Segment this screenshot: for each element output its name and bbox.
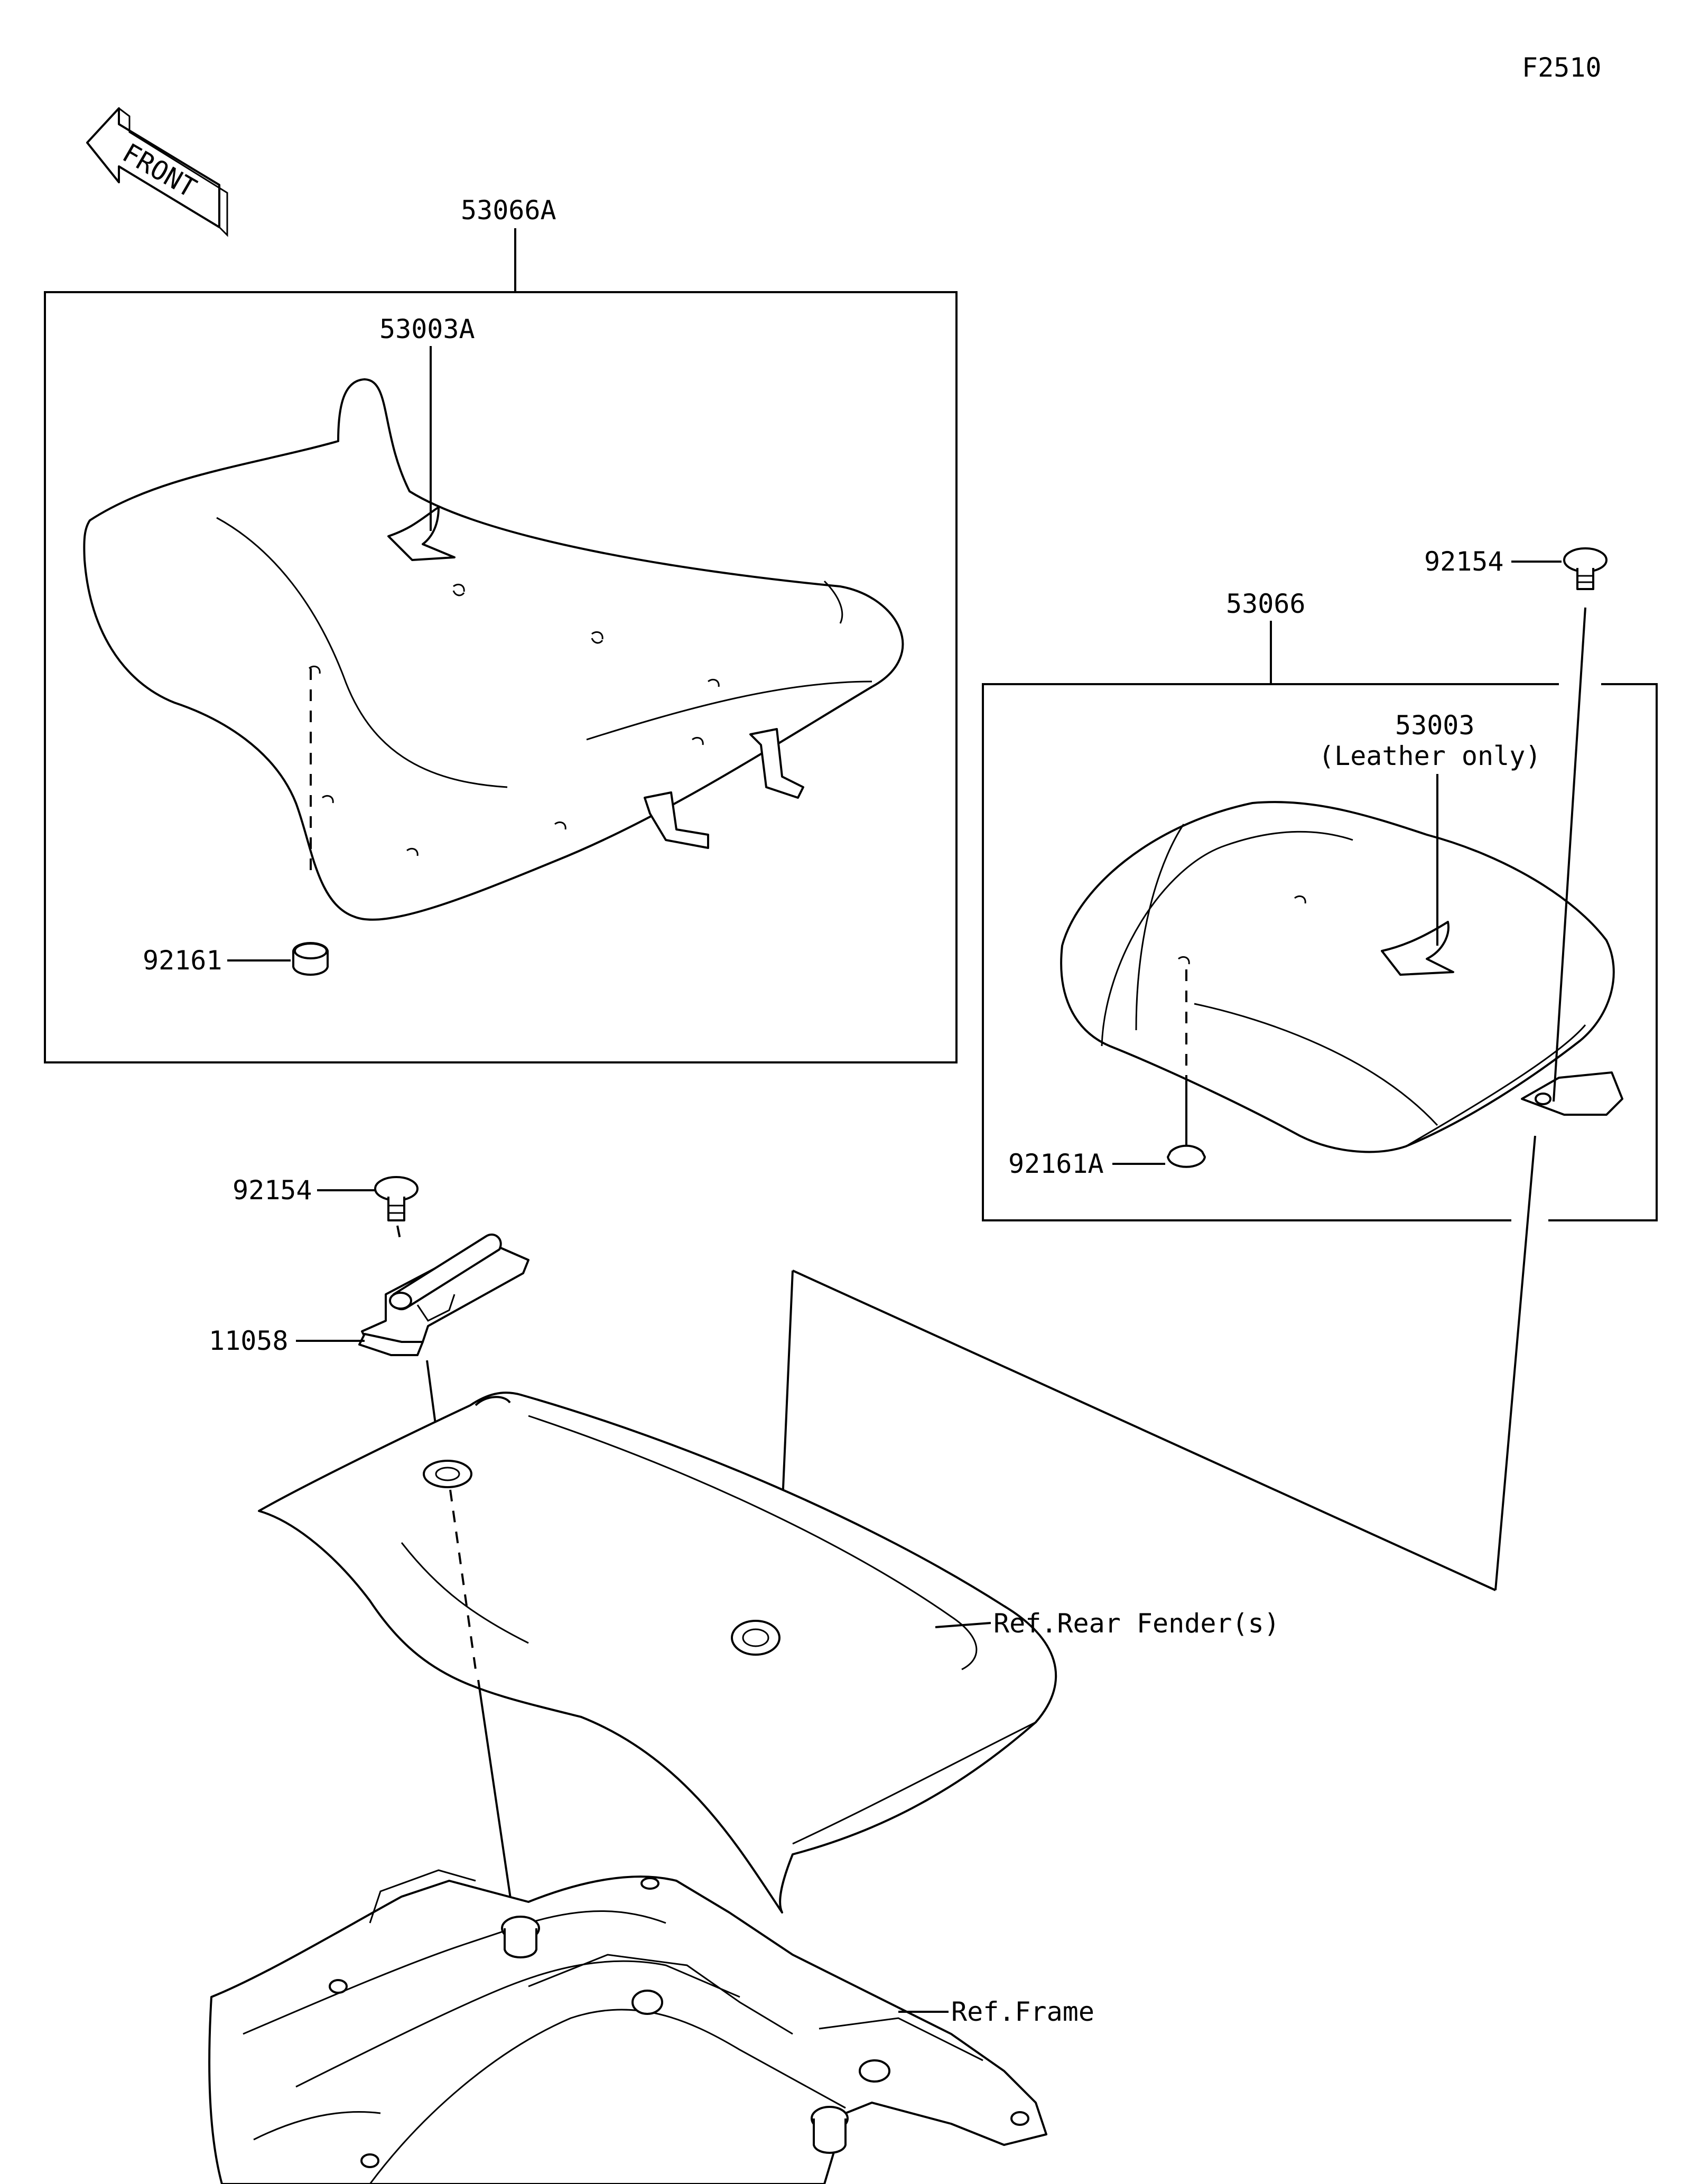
- label-leather-only: (Leather only): [1318, 741, 1541, 771]
- frame: [208, 1869, 1047, 2184]
- label-92161A: 92161A: [1008, 1149, 1104, 1179]
- figure-code: F2510: [1522, 52, 1602, 83]
- label-53003: 53003: [1395, 710, 1475, 741]
- label-92154-bottom: 92154: [233, 1175, 312, 1206]
- label-92161: 92161: [143, 945, 222, 976]
- front-arrow-icon: FRONT: [86, 107, 228, 237]
- label-frame: Ref.Frame: [951, 1996, 1094, 2027]
- rear-fender: [258, 1270, 1496, 1914]
- rider-seat-group: 53066A 53003A 92161: [44, 195, 958, 1063]
- label-53066A: 53066A: [461, 195, 556, 226]
- label-rear-fender: Ref.Rear Fender(s): [993, 1608, 1280, 1639]
- label-53066: 53066: [1226, 589, 1306, 619]
- label-53003A: 53003A: [379, 314, 475, 344]
- bracket-11058: [361, 1240, 529, 1354]
- pillion-seat-group: 53066 53003 (Leather only) 92161A: [982, 589, 1658, 1221]
- rider-seat: [83, 378, 904, 921]
- pillion-damper-92161A: [1167, 1144, 1206, 1168]
- front-label: FRONT: [117, 137, 201, 203]
- pillion-seat: [1060, 801, 1615, 1153]
- label-11058: 11058: [209, 1326, 289, 1356]
- bolt-92154-top: 92154: [1424, 546, 1608, 590]
- rider-seat-assy-box: [44, 291, 958, 1063]
- bracket-group: 92154 11058: [209, 1175, 529, 1448]
- label-92154-top: 92154: [1424, 546, 1504, 577]
